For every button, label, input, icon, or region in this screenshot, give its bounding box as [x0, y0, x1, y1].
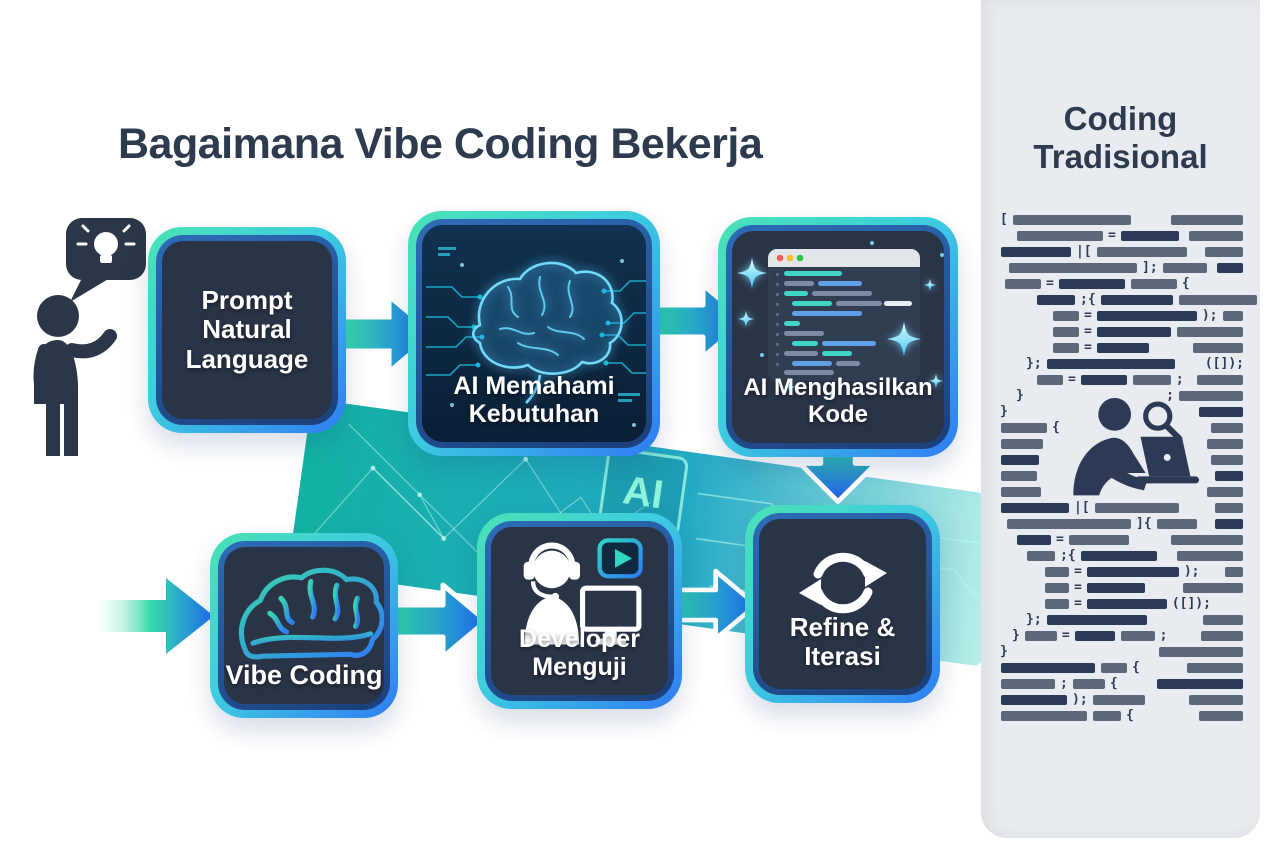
traditional-panel-title: Coding Tradisional [981, 100, 1260, 176]
code-line: |[ [998, 500, 1246, 516]
editor-dot-yellow [786, 254, 794, 262]
editor-dot-red [776, 254, 784, 262]
refresh-icon [798, 552, 887, 614]
code-line: { [998, 660, 1246, 676]
code-line: = [998, 228, 1246, 244]
editor-dot-green [796, 254, 804, 262]
code-line [998, 468, 1246, 484]
traditional-title-line2: Tradisional [1033, 137, 1208, 175]
code-line [998, 436, 1246, 452]
code-line: { [998, 708, 1246, 724]
flow-box-developer-label: Developer Menguji [519, 625, 640, 681]
code-line: ;{ [998, 676, 1246, 692]
flow-box-prompt: Prompt Natural Language [148, 227, 346, 433]
code-line: }; [998, 612, 1246, 628]
arrow-right-fade-icon [88, 578, 214, 654]
code-editor-illustration [737, 241, 944, 397]
code-line: ;{ [998, 292, 1257, 308]
code-line: ); [998, 692, 1246, 708]
code-line: =([]); [998, 596, 1246, 612]
abstract-code-lines: [=|[];={;{=);==};([]);=;};}{|[]{=;{=);==… [998, 212, 1257, 724]
developer-at-laptop-icon [1073, 398, 1200, 496]
code-line: ]; [998, 260, 1246, 276]
code-line: };([]); [1026, 356, 1244, 371]
play-button-icon [596, 538, 643, 579]
flow-box-ai-generate: AI Menghasilkan Kode [718, 217, 958, 457]
code-line: |[ [998, 244, 1246, 260]
person-idea-icon [33, 218, 146, 456]
code-line: { [998, 420, 1246, 436]
brain-circuit-illustration [422, 225, 646, 442]
flow-box-refine-label: Refine & Iterasi [789, 611, 896, 671]
code-line: ;{ [998, 548, 1246, 564]
flow-box-vibe-coding: Vibe Coding [210, 533, 398, 718]
lightbulb-icon [76, 224, 136, 263]
traditional-title-line1: Coding [1063, 100, 1178, 137]
code-line [998, 452, 1246, 468]
flow-box-ai-understand-label: AI Memahami Kebutuhan [453, 372, 615, 428]
code-line: = [998, 532, 1246, 548]
brain-outline-icon [239, 567, 384, 660]
code-line: } [998, 404, 1246, 420]
code-line: = [998, 324, 1246, 340]
flow-box-vibe-coding-label: Vibe Coding [225, 659, 383, 690]
flow-box-refine: Refine & Iterasi [745, 505, 940, 703]
code-line: = [998, 580, 1246, 596]
code-line: [ [998, 212, 1246, 228]
magnifier-icon [1143, 401, 1183, 442]
traditional-coding-panel: Coding Tradisional [=|[];={;{=);==};([])… [981, 0, 1260, 838]
code-line: } [998, 644, 1246, 660]
flow-box-ai-generate-label: AI Menghasilkan Kode [743, 374, 933, 429]
code-line: =); [998, 308, 1246, 324]
flow-box-developer: Developer Menguji [477, 513, 682, 709]
sparkle-icons [737, 258, 943, 393]
flow-box-ai-understand: AI Memahami Kebutuhan [408, 211, 660, 456]
code-line: }=; [998, 628, 1246, 644]
page-title: Bagaimana Vibe Coding Bekerja [118, 120, 763, 168]
code-line [998, 484, 1246, 500]
code-line: }; [998, 388, 1246, 404]
code-line: = [998, 340, 1246, 356]
code-line: ]{ [998, 516, 1246, 532]
code-line: =; [998, 372, 1246, 388]
code-line: =); [998, 564, 1246, 580]
monitor-icon [579, 585, 641, 632]
developer-headset-monitor-icon [523, 538, 643, 645]
arrow-right-icon [388, 582, 488, 660]
flow-box-prompt-label: Prompt Natural Language [185, 285, 309, 374]
code-line: ={ [998, 276, 1246, 292]
